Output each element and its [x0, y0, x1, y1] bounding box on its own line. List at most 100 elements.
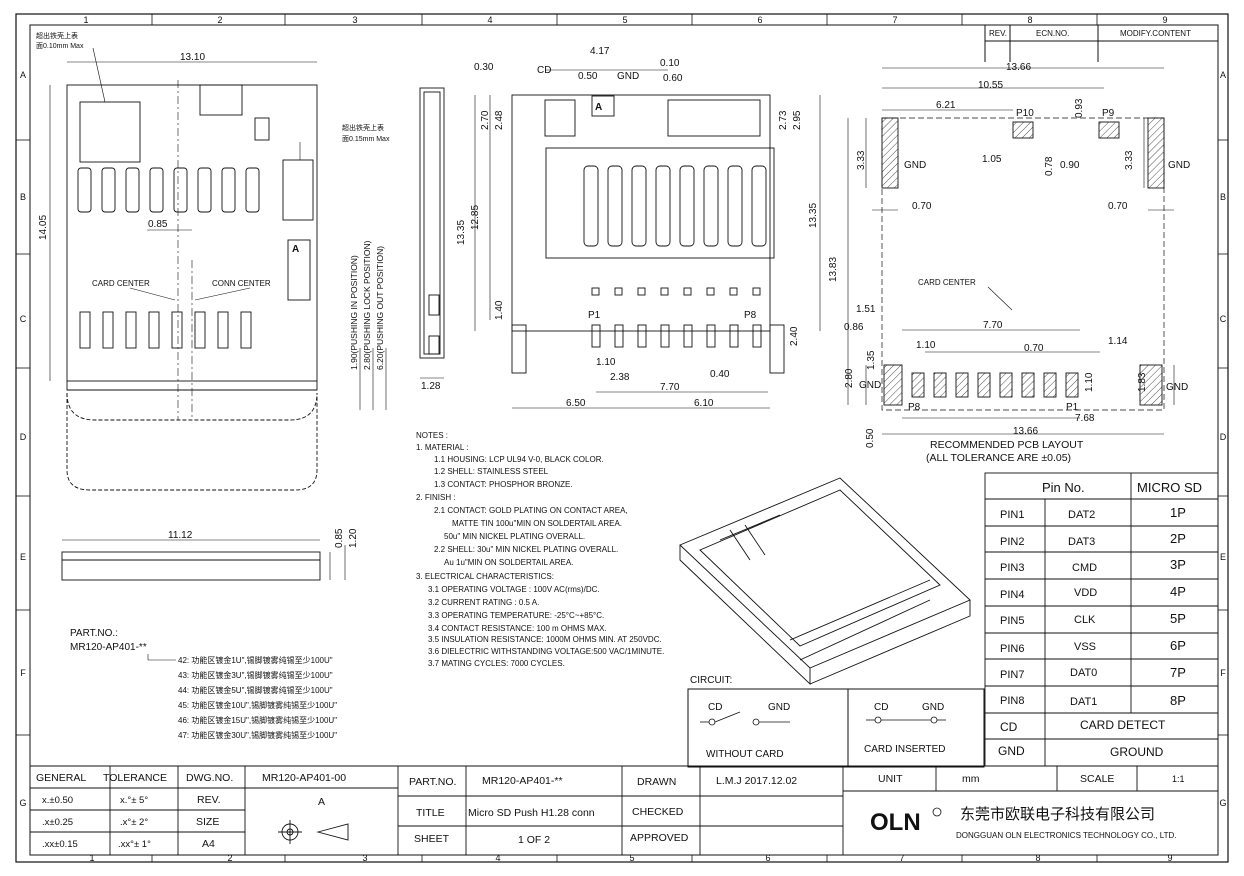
pin-cell: PIN8 — [1000, 695, 1024, 707]
pin-signal: DAT3 — [1068, 536, 1095, 548]
tb-drawn-label: DRAWN — [637, 776, 676, 788]
mark-a: A — [292, 244, 299, 255]
circuit-inserted: CARD INSERTED — [864, 744, 946, 755]
pcb-070c: 0.70 — [1024, 343, 1044, 354]
rev-header: REV. — [989, 29, 1007, 38]
dim-610: 6.10 — [694, 398, 714, 409]
tb-dwg-label: DWG.NO. — [186, 772, 233, 784]
gnd-value: GROUND — [1110, 745, 1164, 759]
dim-width: 13.10 — [180, 52, 205, 63]
col-label: 8 — [1035, 853, 1040, 863]
part-option: 43: 功能区镀金3U",锡脚镀雾纯锡至少100U" — [178, 670, 333, 680]
pcb-p10: P10 — [1016, 108, 1034, 119]
part-option: 45: 功能区镀金10U",锡脚镀雾纯锡至少100U" — [178, 700, 337, 710]
pcb-333b: 3.33 — [1124, 150, 1135, 170]
dim-cd: CD — [537, 65, 551, 76]
note-line: 3.6 DIELECTRIC WITHSTANDING VOLTAGE:500 … — [428, 647, 664, 656]
col-label: 9 — [1167, 853, 1172, 863]
pin-table-header-sd: MICRO SD — [1137, 480, 1202, 495]
col-label: 5 — [622, 15, 627, 25]
pcb-280: 2.80 — [844, 368, 855, 388]
pin-sd: 6P — [1170, 638, 1186, 653]
bottom-h1: 0.85 — [334, 528, 345, 548]
col-label: 2 — [227, 853, 232, 863]
col-label: 7 — [892, 15, 897, 25]
dim-030: 0.30 — [474, 62, 494, 73]
note-exceed-010-b: 面0.10mm Max — [36, 42, 84, 50]
pin-cell: PIN4 — [1000, 589, 1024, 601]
pcb-1366: 13.66 — [1006, 62, 1031, 73]
row-label: D — [1220, 432, 1227, 442]
pcb-090: 0.90 — [1060, 160, 1080, 171]
side-thickness: 1.28 — [421, 381, 441, 392]
pos-in: 1.90(PUSHING IN POSITION) — [349, 255, 359, 370]
col-label: 8 — [1027, 15, 1032, 25]
note-line: 1. MATERIAL : — [416, 443, 468, 452]
tb-size-value: A4 — [202, 838, 215, 850]
tb-general: GENERAL — [36, 772, 86, 784]
dim-248: 2.48 — [494, 110, 505, 130]
dim-1335b: 13.35 — [808, 203, 819, 228]
connector-top-view — [474, 69, 821, 409]
part-option: 44: 功能区镀金5U",锡脚镀雾纯锡至少100U" — [178, 685, 333, 695]
row-label: E — [1220, 552, 1226, 562]
pin-signal: VDD — [1074, 587, 1097, 599]
pcb-050: 0.50 — [865, 428, 876, 448]
col-label: 6 — [757, 15, 762, 25]
left-view-contacts — [77, 167, 260, 213]
row-label: B — [1220, 192, 1226, 202]
dim-gnd: GND — [617, 71, 639, 82]
pos-lock: 2.80(PUSHING LOCK POSITION) — [362, 240, 372, 370]
pcb-p9: P9 — [1102, 108, 1115, 119]
dim-273: 2.73 — [778, 110, 789, 130]
bottom-width: 11.12 — [168, 530, 193, 541]
dim-240: 2.40 — [789, 326, 800, 346]
dim-140: 1.40 — [494, 300, 505, 320]
pcb-gnd-bl: GND — [859, 380, 881, 391]
pcb-gnd-r: GND — [1168, 160, 1190, 171]
note-line: 3.1 OPERATING VOLTAGE : 100V AC(rms)/DC. — [428, 585, 600, 594]
frame-row-labels: A B C D E F G A B C D E F G — [16, 70, 1228, 808]
note-line: 3.2 CURRENT RATING : 0.5 A. — [428, 598, 539, 607]
row-label: G — [19, 798, 26, 808]
row-label: A — [20, 70, 26, 80]
dim-417: 4.17 — [590, 46, 610, 57]
pin-signal: DAT0 — [1070, 667, 1097, 679]
pcb-151: 1.51 — [856, 304, 876, 315]
col-label: 4 — [495, 853, 500, 863]
note-line: 3. ELECTRICAL CHARACTERISTICS: — [416, 572, 554, 581]
tb-rev-label: REV. — [197, 794, 221, 806]
dim-1285: 12.85 — [470, 205, 481, 230]
col-label: 3 — [352, 15, 357, 25]
connector-bottom-view — [61, 539, 346, 581]
notes: NOTES : 1. MATERIAL : 1.1 HOUSING: LCP U… — [416, 431, 664, 668]
pin-cell: PIN7 — [1000, 669, 1024, 681]
top-view-holes — [591, 287, 761, 296]
note-line: Au 1u"MIN ON SOLDERTAIL AREA. — [444, 558, 573, 567]
dim-110: 1.10 — [596, 357, 616, 368]
circuit-gnd-2: GND — [922, 702, 944, 713]
tb-ang-3: .xx°± 1° — [118, 839, 151, 850]
dim-040: 0.40 — [710, 369, 730, 380]
tb-unit-value: mm — [962, 773, 980, 785]
part-no-label: PART.NO.: — [70, 628, 118, 639]
note-line: 3.3 OPERATING TEMPERATURE: -25°C~+85°C. — [428, 611, 604, 620]
top-view-pins — [591, 324, 762, 348]
bottom-view-labels: 11.12 0.85 1.20 — [168, 528, 359, 548]
row-label: C — [20, 314, 27, 324]
pcb-114: 1.14 — [1108, 336, 1128, 347]
tb-tol-1: x.±0.50 — [42, 795, 73, 806]
part-option: 42: 功能区镀金1U",锡脚镀雾纯锡至少100U" — [178, 655, 333, 665]
pin-cell: PIN1 — [1000, 509, 1024, 521]
left-view-labels: 超出铁壳上表 面0.10mm Max 超出铁壳上表 面0.15mm Max 13… — [36, 31, 390, 370]
dim-060: 0.60 — [663, 73, 683, 84]
pin-sd: 1P — [1170, 505, 1186, 520]
tb-company-cn: 东莞市欧联电子科技有限公司 — [960, 806, 1155, 823]
note-exceed-015-b: 面0.15mm Max — [342, 135, 390, 143]
pin-p1: P1 — [588, 310, 601, 321]
col-label: 3 — [362, 853, 367, 863]
circuit-without: WITHOUT CARD — [706, 749, 784, 760]
tb-logo: OLN — [870, 809, 921, 836]
pcb-768: 7.68 — [1075, 413, 1095, 424]
